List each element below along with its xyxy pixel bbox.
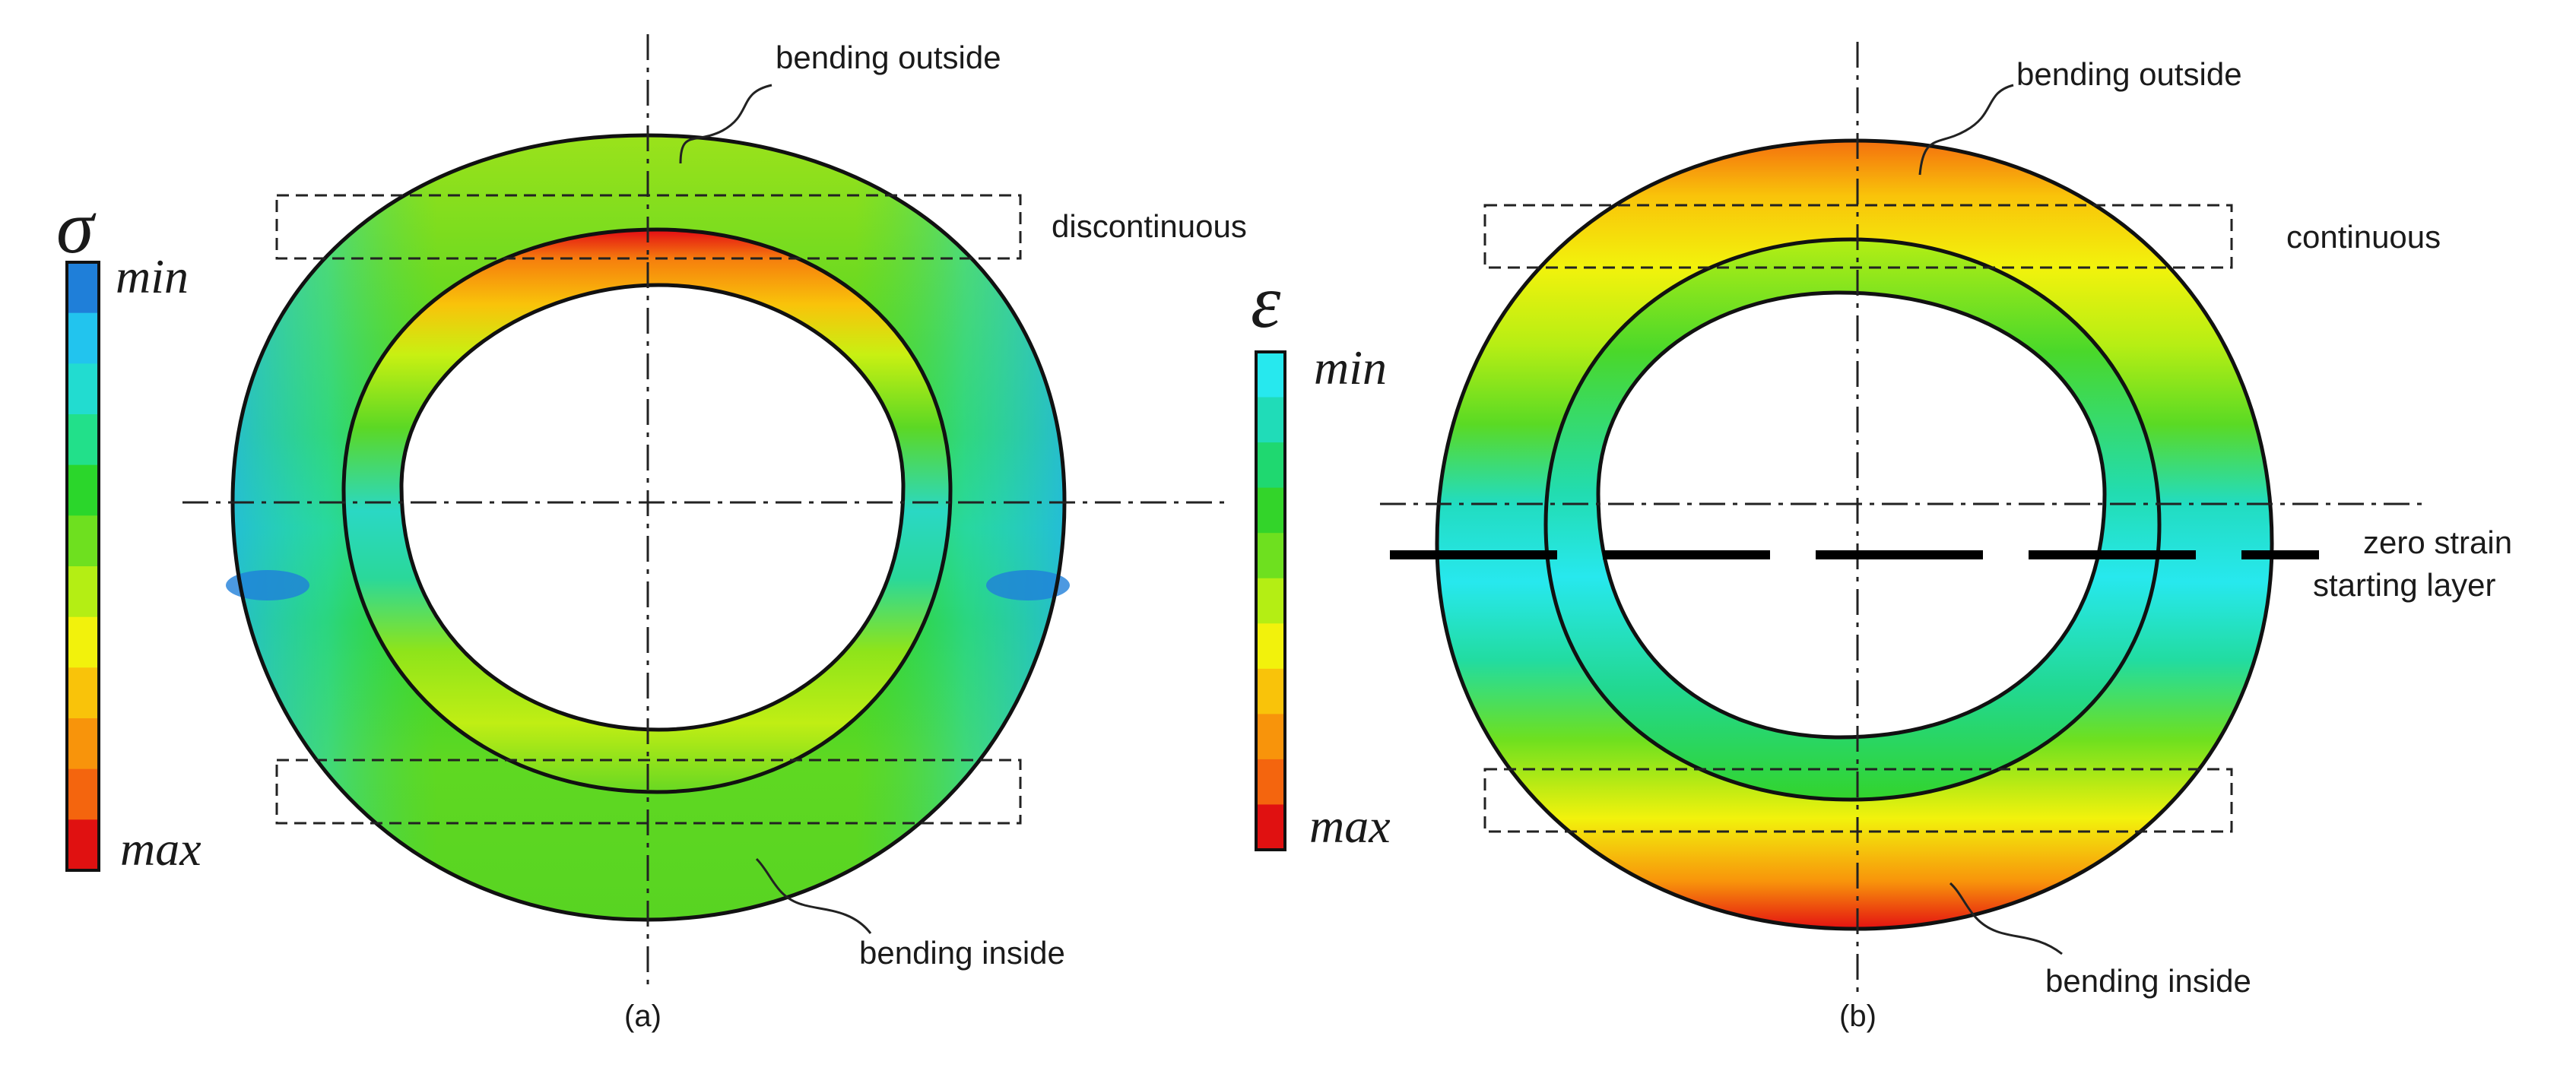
stress-colorbar-band-8 xyxy=(67,616,99,668)
stress-max-label: max xyxy=(120,822,201,876)
strain-colorbar-band-1 xyxy=(1256,352,1285,398)
label-bending-inside-a: bending inside xyxy=(859,935,1065,971)
label-bending-outside-b: bending outside xyxy=(2016,56,2242,92)
inner-ring-a-outline xyxy=(399,283,906,732)
region-box-top-a xyxy=(275,194,1022,260)
strain-colorbar-band-3 xyxy=(1256,442,1285,489)
region-box-bottom-a xyxy=(275,759,1022,825)
strain-max-label: max xyxy=(1309,799,1391,853)
strain-colorbar-band-5 xyxy=(1256,533,1285,579)
panel-a: σ min max bending out xyxy=(56,34,1247,1033)
label-bending-outside-a: bending outside xyxy=(776,40,1001,75)
leader-bottom-b xyxy=(1949,882,2063,955)
label-bending-inside-b: bending inside xyxy=(2045,963,2251,999)
strain-colorbar-frame xyxy=(1255,350,1286,851)
stress-colorbar-band-5 xyxy=(67,464,99,516)
interface-a-outline xyxy=(341,227,953,794)
strain-colorbar-band-10 xyxy=(1256,759,1285,806)
label-zero-strain: zero strain xyxy=(2363,524,2512,560)
stress-min-label: min xyxy=(116,249,189,303)
interface-b-outline xyxy=(1543,237,2162,802)
stress-colorbar-band-9 xyxy=(67,667,99,719)
stress-colorbar-frame xyxy=(65,261,100,872)
stress-hotspot-left xyxy=(226,570,309,600)
outer-ring-a-outline xyxy=(230,133,1067,922)
stress-colorbar-band-6 xyxy=(67,515,99,567)
strain-colorbar-band-11 xyxy=(1256,804,1285,851)
stress-colorbar-band-12 xyxy=(67,819,99,871)
stress-hotspot-right xyxy=(986,570,1070,600)
region-box-bottom-b xyxy=(1483,768,2233,833)
outer-ring-b-outline xyxy=(1435,138,2274,931)
stress-colorbar-band-11 xyxy=(67,768,99,820)
strain-colorbar: ε min max xyxy=(1251,259,1391,853)
stress-colorbar-band-2 xyxy=(67,312,99,364)
strain-min-label: min xyxy=(1314,341,1387,394)
strain-colorbar-band-6 xyxy=(1256,578,1285,624)
stress-colorbar-band-7 xyxy=(67,566,99,618)
stress-colorbar-bands xyxy=(67,262,99,871)
stress-colorbar-band-1 xyxy=(67,262,99,314)
label-continuous: continuous xyxy=(2286,219,2441,255)
leader-top-b xyxy=(1918,84,2014,176)
label-starting-layer: starting layer xyxy=(2313,567,2495,603)
region-box-top-b xyxy=(1483,204,2233,269)
stress-symbol: σ xyxy=(56,185,97,269)
stress-colorbar-band-4 xyxy=(67,414,99,466)
stress-colorbar-band-3 xyxy=(67,363,99,415)
panel-b: ε min max bending outside xyxy=(1251,42,2512,1033)
caption-a: (a) xyxy=(624,1000,661,1033)
stress-colorbar-band-10 xyxy=(67,718,99,770)
outer-ring-a-side-shading xyxy=(233,135,1064,920)
strain-colorbar-bands xyxy=(1256,352,1285,851)
leader-bottom-a xyxy=(755,857,872,934)
stress-colorbar: σ min max xyxy=(56,185,201,876)
strain-colorbar-band-8 xyxy=(1256,668,1285,714)
strain-colorbar-band-4 xyxy=(1256,487,1285,534)
strain-colorbar-band-2 xyxy=(1256,397,1285,443)
label-discontinuous: discontinuous xyxy=(1052,208,1247,244)
caption-b: (b) xyxy=(1839,1000,1876,1033)
inner-ring-b xyxy=(1546,239,2159,800)
strain-colorbar-band-7 xyxy=(1256,623,1285,670)
inner-ring-b-outline xyxy=(1596,290,2107,740)
strain-colorbar-band-9 xyxy=(1256,714,1285,760)
leader-top-a xyxy=(679,84,772,164)
strain-symbol: ε xyxy=(1251,259,1281,344)
